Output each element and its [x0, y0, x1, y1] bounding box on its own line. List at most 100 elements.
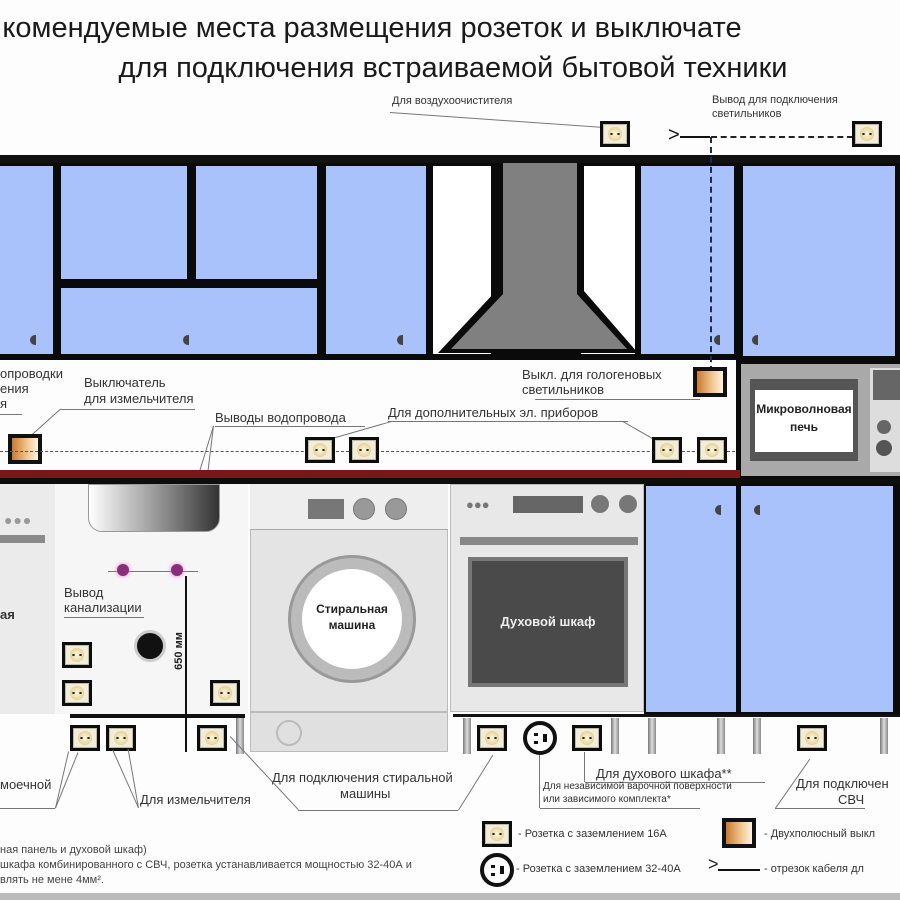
oven-handle — [460, 537, 638, 545]
socket-16a-icon — [197, 725, 227, 751]
label-grinder-switch-2: для измельчителя — [84, 391, 194, 406]
cable-end-icon: > — [668, 124, 680, 146]
label-halogen-switch-2: светильников — [522, 382, 605, 397]
microwave-label-1: Микроволновая — [756, 402, 852, 416]
leader-line — [64, 617, 144, 618]
socket-16a-icon — [477, 725, 507, 751]
washer-door-glass: Стиральная машина — [302, 569, 402, 669]
label-halogen-switch-1: Выкл. для гологеновых — [522, 367, 662, 382]
cabinet-leg — [236, 718, 244, 754]
door-handle-icon — [397, 335, 403, 345]
countertop — [0, 470, 740, 478]
leader-line — [539, 755, 540, 808]
water-pipe-line — [108, 571, 198, 572]
plinth-line — [70, 714, 245, 718]
leader-line — [60, 409, 195, 410]
socket-16a-icon — [797, 725, 827, 751]
microwave-knob-icon — [876, 440, 892, 456]
washer-knob-icon — [385, 498, 407, 520]
socket-16a-icon — [305, 437, 335, 463]
label-microwave-conn-2: СВЧ — [838, 792, 865, 807]
socket-16a-icon — [852, 121, 882, 147]
leader-line — [112, 750, 139, 808]
note-line-1: ная панель и духовой шкаф) — [0, 844, 147, 856]
sink-bowl — [88, 484, 220, 532]
label-lights-output-1: Вывод для подключения — [712, 94, 838, 106]
title-line-2: для подключения встраиваемой бытовой тех… — [118, 52, 788, 84]
label-wiring-partial-1: опроводки — [0, 366, 63, 381]
label-air-purifier: Для воздухоочистителя — [392, 95, 513, 107]
oven-knob-icon — [619, 495, 637, 513]
legend-switch-2pole: - Двухполюсный выкл — [764, 828, 876, 840]
label-wiring-partial-3: я — [0, 396, 8, 411]
washer-label-2: машина — [328, 618, 376, 632]
leader-line — [0, 414, 22, 415]
label-grinder: Для измельчителя — [140, 792, 251, 807]
washer-filter-icon — [276, 720, 302, 746]
label-microwave-conn-1: Для подключен — [796, 776, 889, 791]
socket-16a-icon — [62, 642, 92, 668]
dishwasher-buttons: ●●● — [4, 512, 33, 528]
microwave-display — [873, 370, 900, 400]
legend-cable-line — [718, 869, 760, 871]
dishwasher-label: ая — [0, 607, 15, 622]
upper-cabinet-door[interactable] — [641, 166, 734, 354]
water-outlet-icon — [117, 564, 129, 576]
oven-label: Духовой шкаф — [500, 614, 596, 629]
bottom-border — [0, 893, 900, 900]
sewer-outlet-icon — [134, 630, 166, 662]
title-line-1: комендуемые места размещения розеток и в… — [2, 12, 742, 44]
label-hob-2: или зависимого комплекта* — [543, 794, 671, 805]
label-hob-1: Для независимой варочной поверхности — [543, 781, 732, 792]
legend-socket-16a: - Розетка с заземлением 16А — [518, 828, 667, 840]
cabinet-leg — [880, 718, 888, 754]
lower-cabinet-door[interactable] — [741, 486, 893, 712]
cable-line — [680, 136, 710, 138]
leader-line — [535, 399, 700, 400]
upper-cabinet-door[interactable] — [61, 288, 317, 354]
upper-cabinet-door[interactable] — [326, 166, 426, 354]
note-line-3: влять не мене 4мм². — [0, 874, 104, 886]
switch-2pole-icon — [693, 367, 727, 397]
door-handle-icon — [714, 335, 720, 345]
cabinet-leg — [753, 718, 761, 754]
upper-cabinet-door[interactable] — [196, 166, 317, 279]
washer-knob-icon — [353, 498, 375, 520]
door-handle-icon — [754, 505, 760, 515]
label-lights-output-2: светильников — [712, 108, 782, 120]
socket-16a-icon — [210, 680, 240, 706]
washer-control-panel — [250, 484, 448, 530]
label-sewer-2: канализации — [64, 600, 142, 615]
legend-cable: - отрезок кабеля дл — [764, 863, 864, 875]
label-extra-appliances: Для дополнительных эл. приборов — [388, 405, 599, 420]
upper-cabinet-door[interactable] — [743, 166, 895, 356]
lower-cabinet-door[interactable] — [646, 486, 736, 712]
socket-16a-icon — [697, 437, 727, 463]
door-handle-icon — [30, 335, 36, 345]
socket-16a-icon — [349, 437, 379, 463]
cabinet-leg — [611, 718, 619, 754]
plinth-line — [453, 714, 900, 717]
leader-line — [388, 421, 628, 422]
upper-cabinet-door[interactable] — [0, 166, 53, 354]
label-water-outlets: Выводы водопровода — [215, 410, 346, 425]
leader-line — [215, 426, 365, 427]
cabinet-leg — [648, 718, 656, 754]
leader-line — [458, 754, 494, 811]
legend-switch-icon — [722, 818, 756, 848]
leader-line — [389, 112, 615, 129]
socket-16a-icon — [572, 725, 602, 751]
cabinet-leg — [463, 718, 471, 754]
microwave-knob-icon — [877, 420, 891, 434]
leader-line — [775, 808, 865, 809]
legend-socket-16a-icon — [482, 821, 512, 847]
leader-line — [32, 408, 61, 435]
label-grinder-switch-1: Выключатель — [84, 375, 166, 390]
range-hood-icon — [438, 163, 638, 353]
legend-socket-32a: - Розетка с заземлением 32-40А — [516, 863, 681, 875]
upper-cabinet-door[interactable] — [61, 166, 187, 279]
dishwasher-handle — [0, 535, 45, 543]
leader-line — [0, 808, 55, 809]
socket-16a-icon — [600, 121, 630, 147]
label-washer-conn-1: Для подключения стиральной — [272, 770, 453, 785]
